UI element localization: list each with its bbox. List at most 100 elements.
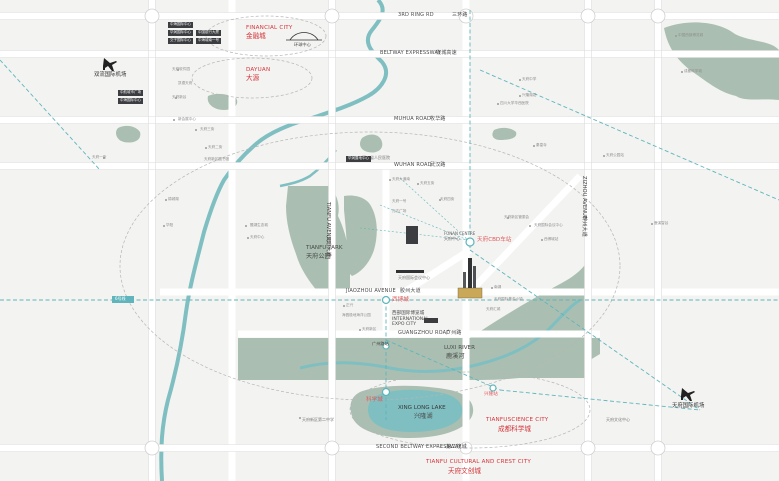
zone-financial-en: FINANCIAL CITY	[246, 25, 293, 31]
place-22: 南湖	[494, 285, 502, 289]
interchanges	[144, 8, 666, 456]
station-kexue-marker	[381, 387, 391, 397]
airplane-icons	[103, 58, 695, 401]
place-11: 天府五街	[420, 181, 435, 185]
zone-dayuan-cn: 大源	[246, 74, 260, 82]
place-23: 天府国际基金小镇	[494, 297, 523, 301]
place-24: 四川大学华西医院	[500, 101, 529, 105]
dark-label-7: 华润置地中心	[346, 156, 371, 162]
place-19: 鹿溪智谷	[654, 221, 669, 225]
green-tianfu-park-east	[344, 195, 377, 276]
place-25: 天府中学	[522, 77, 537, 81]
cbd-pointers	[359, 177, 469, 241]
place-12: 天府四街	[440, 197, 455, 201]
place-33: 天府新区图书馆	[204, 157, 230, 161]
station-guangzhou-label[interactable]: 广州路站	[372, 341, 389, 346]
jinjiang-label: 天府文化中心	[606, 417, 630, 422]
station-cbd-marker	[465, 237, 475, 247]
place-28: 天府一号	[392, 199, 407, 203]
place-27: 成都科学城	[684, 69, 702, 73]
zone-science-cn: 成都科学城	[498, 425, 531, 433]
shenzhou-label: 四川省人民医院	[362, 155, 390, 160]
place-9: 天府中心	[250, 235, 265, 239]
river-luxi	[299, 298, 581, 373]
zone-lake-en: XING LONG LAKE	[398, 405, 446, 411]
place-29: 万达广场	[392, 209, 407, 213]
station-guangzhou-marker	[382, 342, 390, 350]
project-en: FUNAN CENTRE	[444, 231, 476, 236]
dark-label-5: 中航城市广场	[118, 90, 143, 96]
green-northeast	[664, 22, 779, 100]
place-21: 天府新区	[362, 327, 377, 331]
zone-culture-cn: 天府文创城	[448, 467, 481, 475]
dark-label-3: 交子国际中心	[168, 38, 193, 44]
zone-expo-en: INTERNATIONAL EXPO CITY	[392, 317, 429, 327]
place-0: 天府软件园	[172, 67, 190, 71]
place-30: 海昌极地海洋公园	[342, 313, 371, 317]
place-4: 天府二街	[208, 145, 223, 149]
zone-culture-en: TIANFU CULTURAL AND CREST CITY	[426, 459, 531, 465]
dark-label-4: 中海城南一号	[196, 38, 221, 44]
dark-label-1: 华润国际中心	[168, 30, 193, 36]
zone-science-en: TIANFUSCIENCE CITY	[486, 417, 549, 423]
station-kexue-label[interactable]: 科学城	[366, 397, 383, 403]
project-highlight	[396, 226, 483, 323]
station-xibowei-label[interactable]: 西博城	[392, 297, 409, 303]
zone-expo-cn: 西部国际博览城	[392, 311, 425, 316]
place-1: 天府新谷	[172, 95, 187, 99]
hospital-label: 天府新区第二中学	[302, 417, 334, 422]
plane-icon-east	[681, 388, 695, 401]
road-label-beltway: BELTWAY EXPRESSWAY	[380, 50, 442, 56]
road-label-zizhou-avenue: ZIZHOU AVENUE	[581, 176, 587, 220]
green-southeast	[470, 256, 590, 378]
road-label-zizhou-avenue-cn: 梓州大道	[581, 216, 587, 237]
road-label-jiaozhou-cn: 胶州大道	[400, 288, 421, 294]
road-label-third-ring-cn: 三环路	[452, 12, 468, 18]
plane-icon-west	[103, 58, 117, 71]
place-16: 秦皇寺	[536, 143, 547, 147]
place-20: 正兴	[346, 303, 354, 307]
station-xibowei-marker	[381, 295, 391, 305]
station-cbd-label[interactable]: 天府CBD车站	[477, 237, 512, 243]
road-label-guangzhou: GUANGZHOU ROAD	[398, 330, 451, 336]
place-5: 天府一街	[92, 155, 107, 159]
expo-center-label: 天府国际会议中心	[398, 275, 430, 280]
place-17: 兴隆湖站	[522, 93, 537, 97]
place-2: 新会展中心	[178, 117, 196, 121]
place-10: 天府大道南	[392, 177, 410, 181]
map-pins	[103, 35, 683, 419]
road-label-muhua: MUHUA ROAD	[394, 116, 431, 122]
place-31: 天府汇城	[486, 307, 501, 311]
green-small-3	[360, 134, 383, 153]
line-badge-bg	[112, 296, 134, 303]
road-label-second-beltway: SECOND BELTWAY EXPRESSWAY	[376, 444, 462, 450]
green-small-1	[116, 125, 141, 143]
line-badge: 6号线	[115, 296, 126, 301]
landmark-center: 环球中心	[294, 42, 311, 47]
project-cn: 天府中心	[444, 236, 460, 241]
place-18: 天府公园站	[606, 153, 624, 157]
landmark-icon	[286, 32, 322, 41]
airport-shuangliu-label[interactable]: 双流国际机场	[94, 72, 127, 78]
zone-financial-cn: 金融城	[246, 32, 266, 40]
place-3: 天府三街	[200, 127, 215, 131]
zone-lake-cn: 兴隆湖	[414, 413, 433, 420]
place-32: 凯德天府	[178, 81, 193, 85]
road-label-second-beltway-cn: 第二绕城	[446, 444, 467, 450]
place-14: 天府国际会议中心	[534, 223, 563, 227]
dashed-rings	[119, 15, 621, 449]
road-label-jiaozhou: JIAOZHOU AVENUE	[346, 288, 396, 294]
place-13: 天府新区管委会	[504, 215, 530, 219]
road-label-guangzhou-cn: 广州路	[446, 330, 462, 336]
road-label-third-ring: 3RD RING RD	[398, 12, 434, 18]
station-xinglong-marker	[489, 384, 497, 392]
dark-label-6: 中海国际中心	[118, 98, 143, 104]
zone-river-en: LUXI RIVER	[444, 345, 475, 351]
station-xinglong-label[interactable]: 兴隆站	[484, 392, 498, 397]
place-7: 华阳	[166, 223, 174, 227]
road-label-muhua-cn: 牧华路	[430, 116, 446, 122]
airport-tianfu-label[interactable]: 天府国际机场	[672, 403, 705, 409]
